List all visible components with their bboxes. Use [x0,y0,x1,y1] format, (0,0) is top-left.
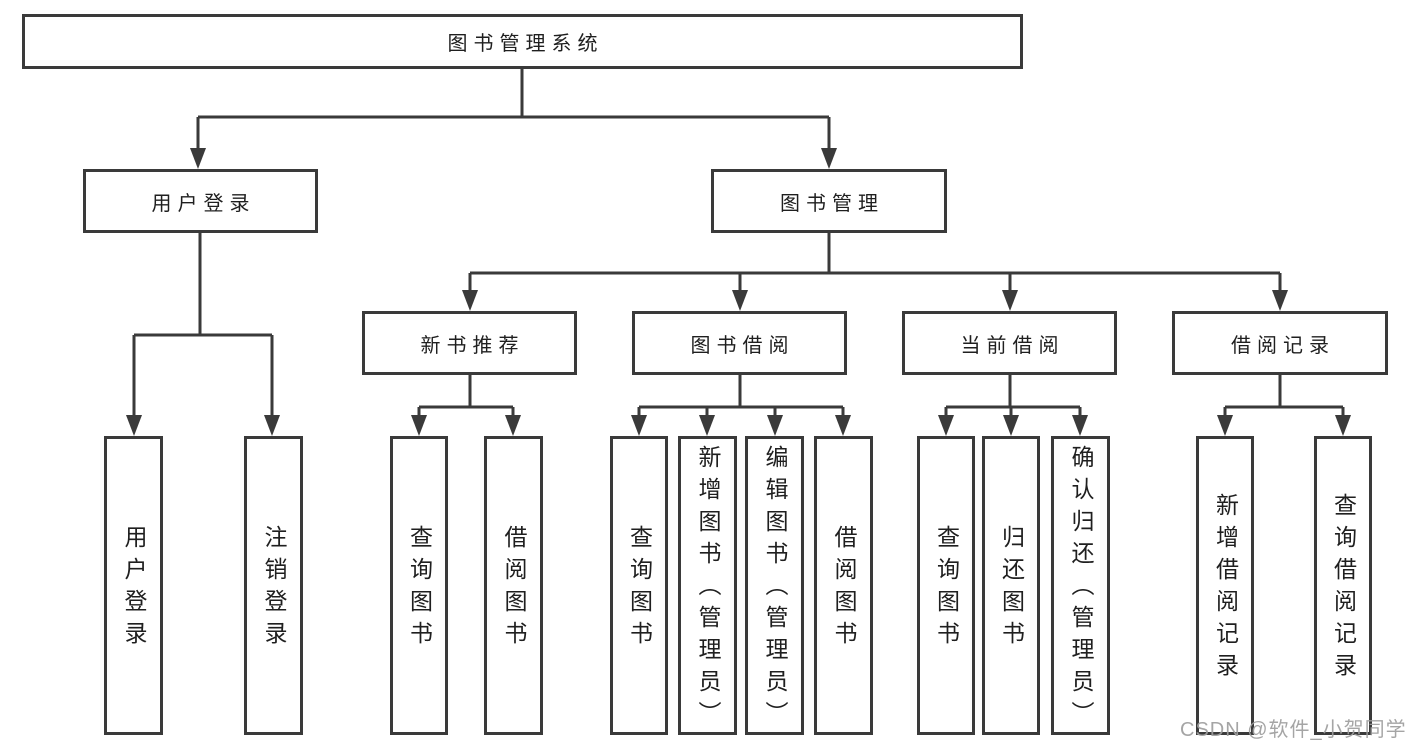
leaf-borrow-edit-book-admin: 编辑图书（管理员） [745,436,804,735]
csdn-watermark: CSDN @软件_小贺同学 [1180,719,1405,741]
leaf-current-query-book: 查询图书 [917,436,975,735]
connector-group [126,69,1351,436]
node-user-login: 用户登录 [83,169,318,233]
node-book-borrow: 图书借阅 [632,311,847,375]
leaf-user-login: 用户登录 [104,436,163,735]
node-new-book-recommend: 新书推荐 [362,311,577,375]
leaf-logout: 注销登录 [244,436,303,735]
leaf-recommend-borrow-book: 借阅图书 [484,436,543,735]
node-current-borrow: 当前借阅 [902,311,1117,375]
node-book-management: 图书管理 [711,169,947,233]
leaf-records-query-record: 查询借阅记录 [1314,436,1372,735]
leaf-recommend-query-book: 查询图书 [390,436,448,735]
leaf-borrow-query-book: 查询图书 [610,436,668,735]
leaf-current-return-book: 归还图书 [982,436,1040,735]
node-borrow-records: 借阅记录 [1172,311,1388,375]
leaf-borrow-add-book-admin: 新增图书（管理员） [678,436,737,735]
leaf-records-add-record: 新增借阅记录 [1196,436,1254,735]
node-root: 图书管理系统 [22,14,1023,69]
leaf-borrow-borrow-book: 借阅图书 [814,436,873,735]
leaf-current-confirm-return-admin: 确认归还（管理员） [1051,436,1110,735]
